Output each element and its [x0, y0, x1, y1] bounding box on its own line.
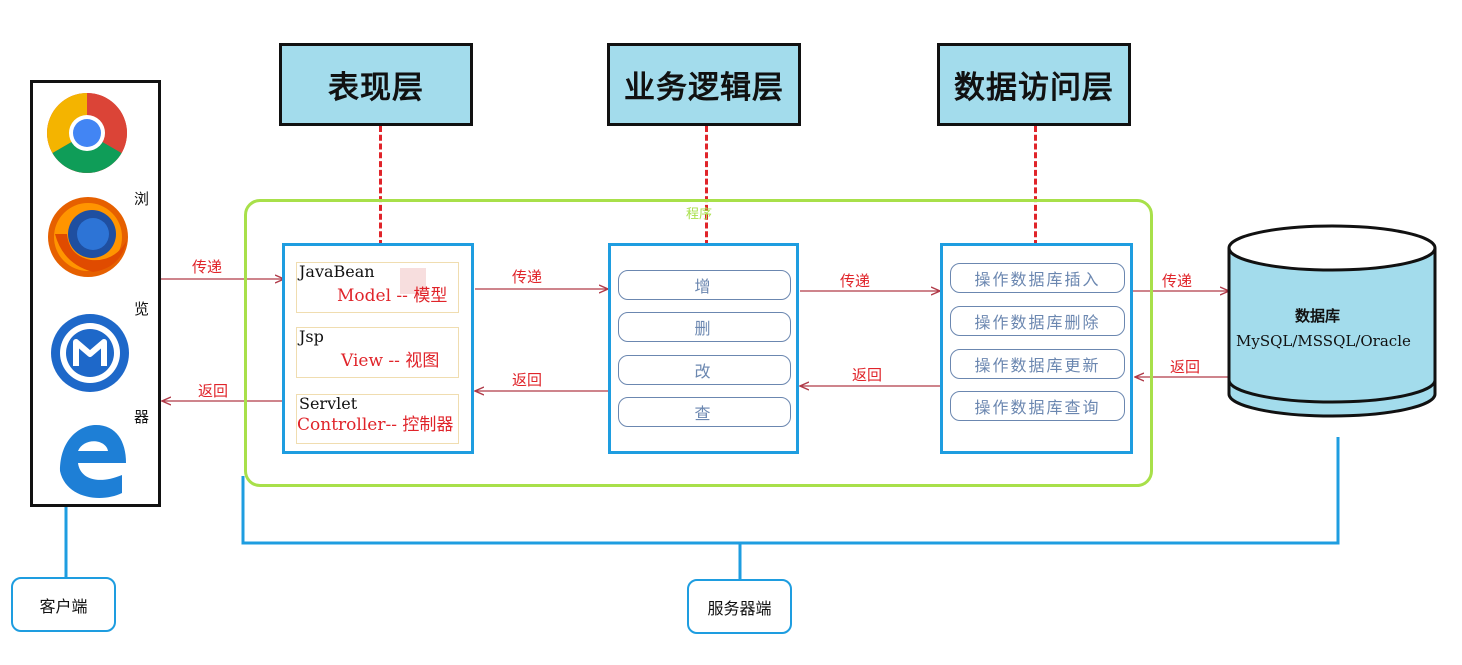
arrow-label-transfer-1: 传递 — [192, 258, 223, 276]
data-access-layer-box: 数据访问层 — [937, 43, 1131, 126]
model-zh-label: Model -- 模型 — [337, 286, 448, 306]
browser-label-char-1: 浏 — [134, 190, 150, 208]
arrow-label-return-2: 返回 — [512, 371, 543, 389]
crud-item-create: 增 — [618, 270, 791, 300]
client-tag: 客户端 — [11, 577, 116, 632]
presentation-layer-box: 表现层 — [279, 43, 473, 126]
db-op-update: 操作数据库更新 — [950, 349, 1125, 379]
mvc-panel: JavaBean Model -- 模型 Jsp View -- 视图 Serv… — [282, 243, 474, 454]
model-highlight — [400, 268, 426, 294]
business-layer-label: 业务逻辑层 — [624, 70, 784, 106]
browser-panel — [30, 80, 161, 507]
business-layer-box: 业务逻辑层 — [607, 43, 801, 126]
arrow-label-return-1: 返回 — [198, 382, 229, 400]
crud-item-update: 改 — [618, 355, 791, 385]
crud-item-read: 查 — [618, 397, 791, 427]
db-op-insert: 操作数据库插入 — [950, 263, 1125, 293]
server-bracket — [241, 437, 1340, 545]
data-access-dashed-connector — [1034, 126, 1037, 246]
edge-icon — [60, 425, 126, 498]
arrow-label-transfer-2: 传递 — [512, 268, 543, 286]
controller-box: Servlet Controller-- 控制器 — [296, 394, 459, 444]
arrow-label-return-3: 返回 — [852, 366, 883, 384]
business-dashed-connector — [705, 126, 708, 246]
browser-label-char-3: 器 — [134, 408, 150, 426]
model-en-label: JavaBean — [299, 262, 375, 281]
browser-label-char-2: 览 — [134, 300, 150, 318]
server-label: 服务器端 — [707, 598, 772, 618]
program-label: 程序 — [686, 207, 713, 222]
presentation-dashed-connector — [379, 126, 382, 246]
data-access-layer-label: 数据访问层 — [954, 70, 1114, 106]
maxthon-icon — [51, 314, 129, 392]
db-op-delete: 操作数据库删除 — [950, 306, 1125, 336]
crud-panel: 增 删 改 查 — [608, 243, 799, 454]
view-en-label: Jsp — [299, 327, 324, 346]
firefox-icon — [48, 197, 128, 277]
db-op-query: 操作数据库查询 — [950, 391, 1125, 421]
crud-item-delete: 删 — [618, 312, 791, 342]
chrome-icon — [47, 93, 127, 173]
client-label: 客户端 — [39, 596, 88, 616]
controller-en-label: Servlet — [299, 394, 358, 413]
view-box: Jsp View -- 视图 — [296, 327, 459, 378]
server-tag: 服务器端 — [687, 579, 792, 634]
arrow-label-transfer-4: 传递 — [1162, 272, 1193, 290]
arrow-label-return-4: 返回 — [1170, 358, 1201, 376]
model-box: JavaBean Model -- 模型 — [296, 262, 459, 313]
arrow-label-transfer-3: 传递 — [840, 272, 871, 290]
db-ops-panel: 操作数据库插入 操作数据库删除 操作数据库更新 操作数据库查询 — [940, 243, 1133, 454]
database-cylinder — [1227, 224, 1437, 418]
view-zh-label: View -- 视图 — [341, 351, 440, 371]
database-products: MySQL/MSSQL/Oracle — [1236, 332, 1411, 350]
presentation-layer-label: 表现层 — [328, 70, 424, 106]
controller-zh-label: Controller-- 控制器 — [297, 415, 454, 435]
database-title: 数据库 — [1295, 307, 1341, 325]
program-container — [244, 199, 1153, 487]
